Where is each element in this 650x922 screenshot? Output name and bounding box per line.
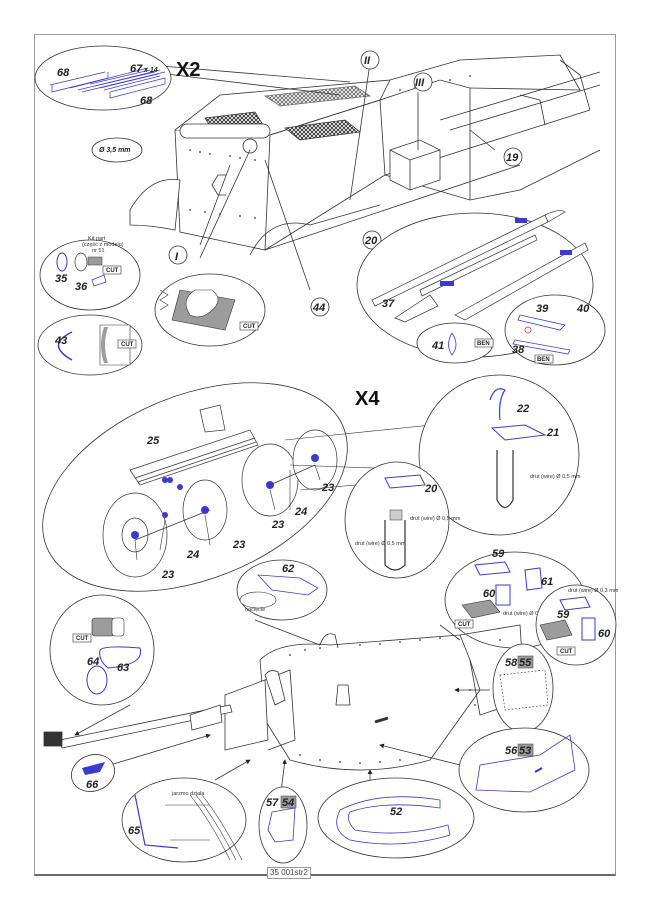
bracket-66-callout: 66 <box>71 754 115 792</box>
part-label-24-a: 24 <box>294 506 307 518</box>
part-label-22: 22 <box>516 403 529 415</box>
part-label-56: 56 <box>505 745 518 757</box>
part-label-52: 52 <box>390 806 402 818</box>
hinge-b-wire-note: drut (wire) Ø 0,3 mm <box>568 588 619 594</box>
marker-III: III <box>415 77 425 89</box>
part-label-58: 58 <box>505 657 518 669</box>
part-label-60-b: 60 <box>598 628 611 640</box>
marker-II: II <box>364 55 371 67</box>
kit-part-note-1: Kit part <box>88 236 106 242</box>
hinge-b-cut-label: CUT <box>560 649 573 655</box>
u-bolt-wire-note: drut (wire) Ø 0,5 mm <box>530 474 581 480</box>
sheet-code: 35 001str2 <box>267 867 311 879</box>
cut-badge <box>102 265 122 275</box>
part-label-23-d: 23 <box>161 569 174 581</box>
markers: I II III 19 20 44 <box>168 50 523 317</box>
marker-44: 44 <box>312 302 325 314</box>
vision-callout: 62 nacięcie <box>236 559 328 621</box>
part-label-68-top: 68 <box>57 67 70 79</box>
part-label-20-bracket: 20 <box>424 483 438 495</box>
cut-label: CUT <box>106 268 119 274</box>
hull-assembly <box>129 54 601 291</box>
part-qty-67: x 14 <box>143 67 158 74</box>
part-label-65: 65 <box>128 825 141 837</box>
part-label-60-a: 60 <box>483 588 496 600</box>
ring-cut-label: CUT <box>121 342 134 348</box>
multiplier-x2: X2 <box>176 59 200 81</box>
part-label-21: 21 <box>546 427 559 439</box>
part-label-54: 54 <box>282 797 294 809</box>
part-label-62: 62 <box>282 563 294 575</box>
band-callout: 52 <box>317 777 475 859</box>
hinge-b-callout: 59 60 drut (wire) Ø 0,3 mm CUT <box>535 584 619 666</box>
marker-19: 19 <box>506 152 519 164</box>
marker-I: I <box>175 251 179 263</box>
part-label-38: 38 <box>512 344 525 356</box>
turret-assembly <box>43 619 526 801</box>
part-label-24-b: 24 <box>186 549 199 561</box>
grille-callout: 68 67 x 14 68 X2 <box>34 45 200 111</box>
part-label-23-c: 23 <box>232 539 245 551</box>
part-label-67: 67 <box>130 63 143 75</box>
part-label-68-bottom: 68 <box>140 95 153 107</box>
kit-part-note-3: nr 51 <box>92 248 105 254</box>
part-label-64: 64 <box>87 656 99 668</box>
part-label-59-a: 59 <box>492 548 505 560</box>
part-label-23-a: 23 <box>321 482 334 494</box>
part-label-40: 40 <box>576 303 590 315</box>
part-label-57: 57 <box>266 797 279 809</box>
plate-56-callout: 56 53 <box>458 727 590 813</box>
plate-58-callout: 58 55 <box>492 643 554 733</box>
bracket-wire-note-top: drut (wire) Ø 0,5 mm <box>410 516 461 522</box>
part-label-43: 43 <box>54 335 67 347</box>
bend-label-38: BEN <box>537 357 550 363</box>
rod-note-callout: Ø 3,5 mm <box>91 137 143 163</box>
part-label-66: 66 <box>86 779 99 791</box>
muzzle-callout: CUT 64 63 <box>49 594 155 706</box>
bracket-wire-note-left: drut (wire) Ø 0,5 mm <box>355 541 406 547</box>
part-label-53: 53 <box>519 745 531 757</box>
kit-part-callout: Kit part (część z modelu) nr 51 CUT 35 3… <box>39 236 141 311</box>
muzzle-cut-label: CUT <box>76 636 89 642</box>
part-label-63: 63 <box>117 662 129 674</box>
mantlet-note: jarzmo działa <box>171 791 205 797</box>
bracket-callout: 20 drut (wire) Ø 0,5 mm drut (wire) Ø 0,… <box>344 461 461 579</box>
part-label-55: 55 <box>519 657 532 669</box>
suspension-callout: 25 23 24 23 24 23 23 X4 <box>42 382 481 592</box>
kit-part-note-2: (część z modelu) <box>82 242 124 248</box>
part-label-59-b: 59 <box>557 609 570 621</box>
hatch-cut-label: CUT <box>243 324 256 330</box>
hatch-callout: CUT <box>154 273 266 347</box>
hinge-cut-label: CUT <box>458 622 471 628</box>
ring-callout: CUT 43 <box>37 314 143 376</box>
part-label-25: 25 <box>146 435 160 447</box>
part-label-23-b: 23 <box>271 519 284 531</box>
rod-diameter-note: Ø 3,5 mm <box>99 147 131 154</box>
mantlet-callout: 65 jarzmo działa <box>121 777 247 863</box>
part-label-36: 36 <box>75 281 88 293</box>
u-bolt-callout: 22 21 drut (wire) Ø 0,5 mm <box>418 374 581 536</box>
plate-57-callout: 57 54 <box>258 786 308 864</box>
page-frame <box>34 34 616 876</box>
marker-20: 20 <box>364 235 378 247</box>
part-label-61: 61 <box>541 576 553 588</box>
bend-label-41: BEN <box>477 341 490 347</box>
tools-callout: 37 41 BEN 39 40 38 BEN <box>356 210 606 366</box>
part-label-41: 41 <box>431 340 444 352</box>
vision-note: nacięcie <box>245 607 265 613</box>
hinge-wire-note: drut (wire) Ø 0,3 mm <box>503 611 554 617</box>
multiplier-x4: X4 <box>355 388 380 410</box>
part-label-35: 35 <box>55 273 68 285</box>
part-label-37: 37 <box>382 298 395 310</box>
part-label-39: 39 <box>536 303 549 315</box>
